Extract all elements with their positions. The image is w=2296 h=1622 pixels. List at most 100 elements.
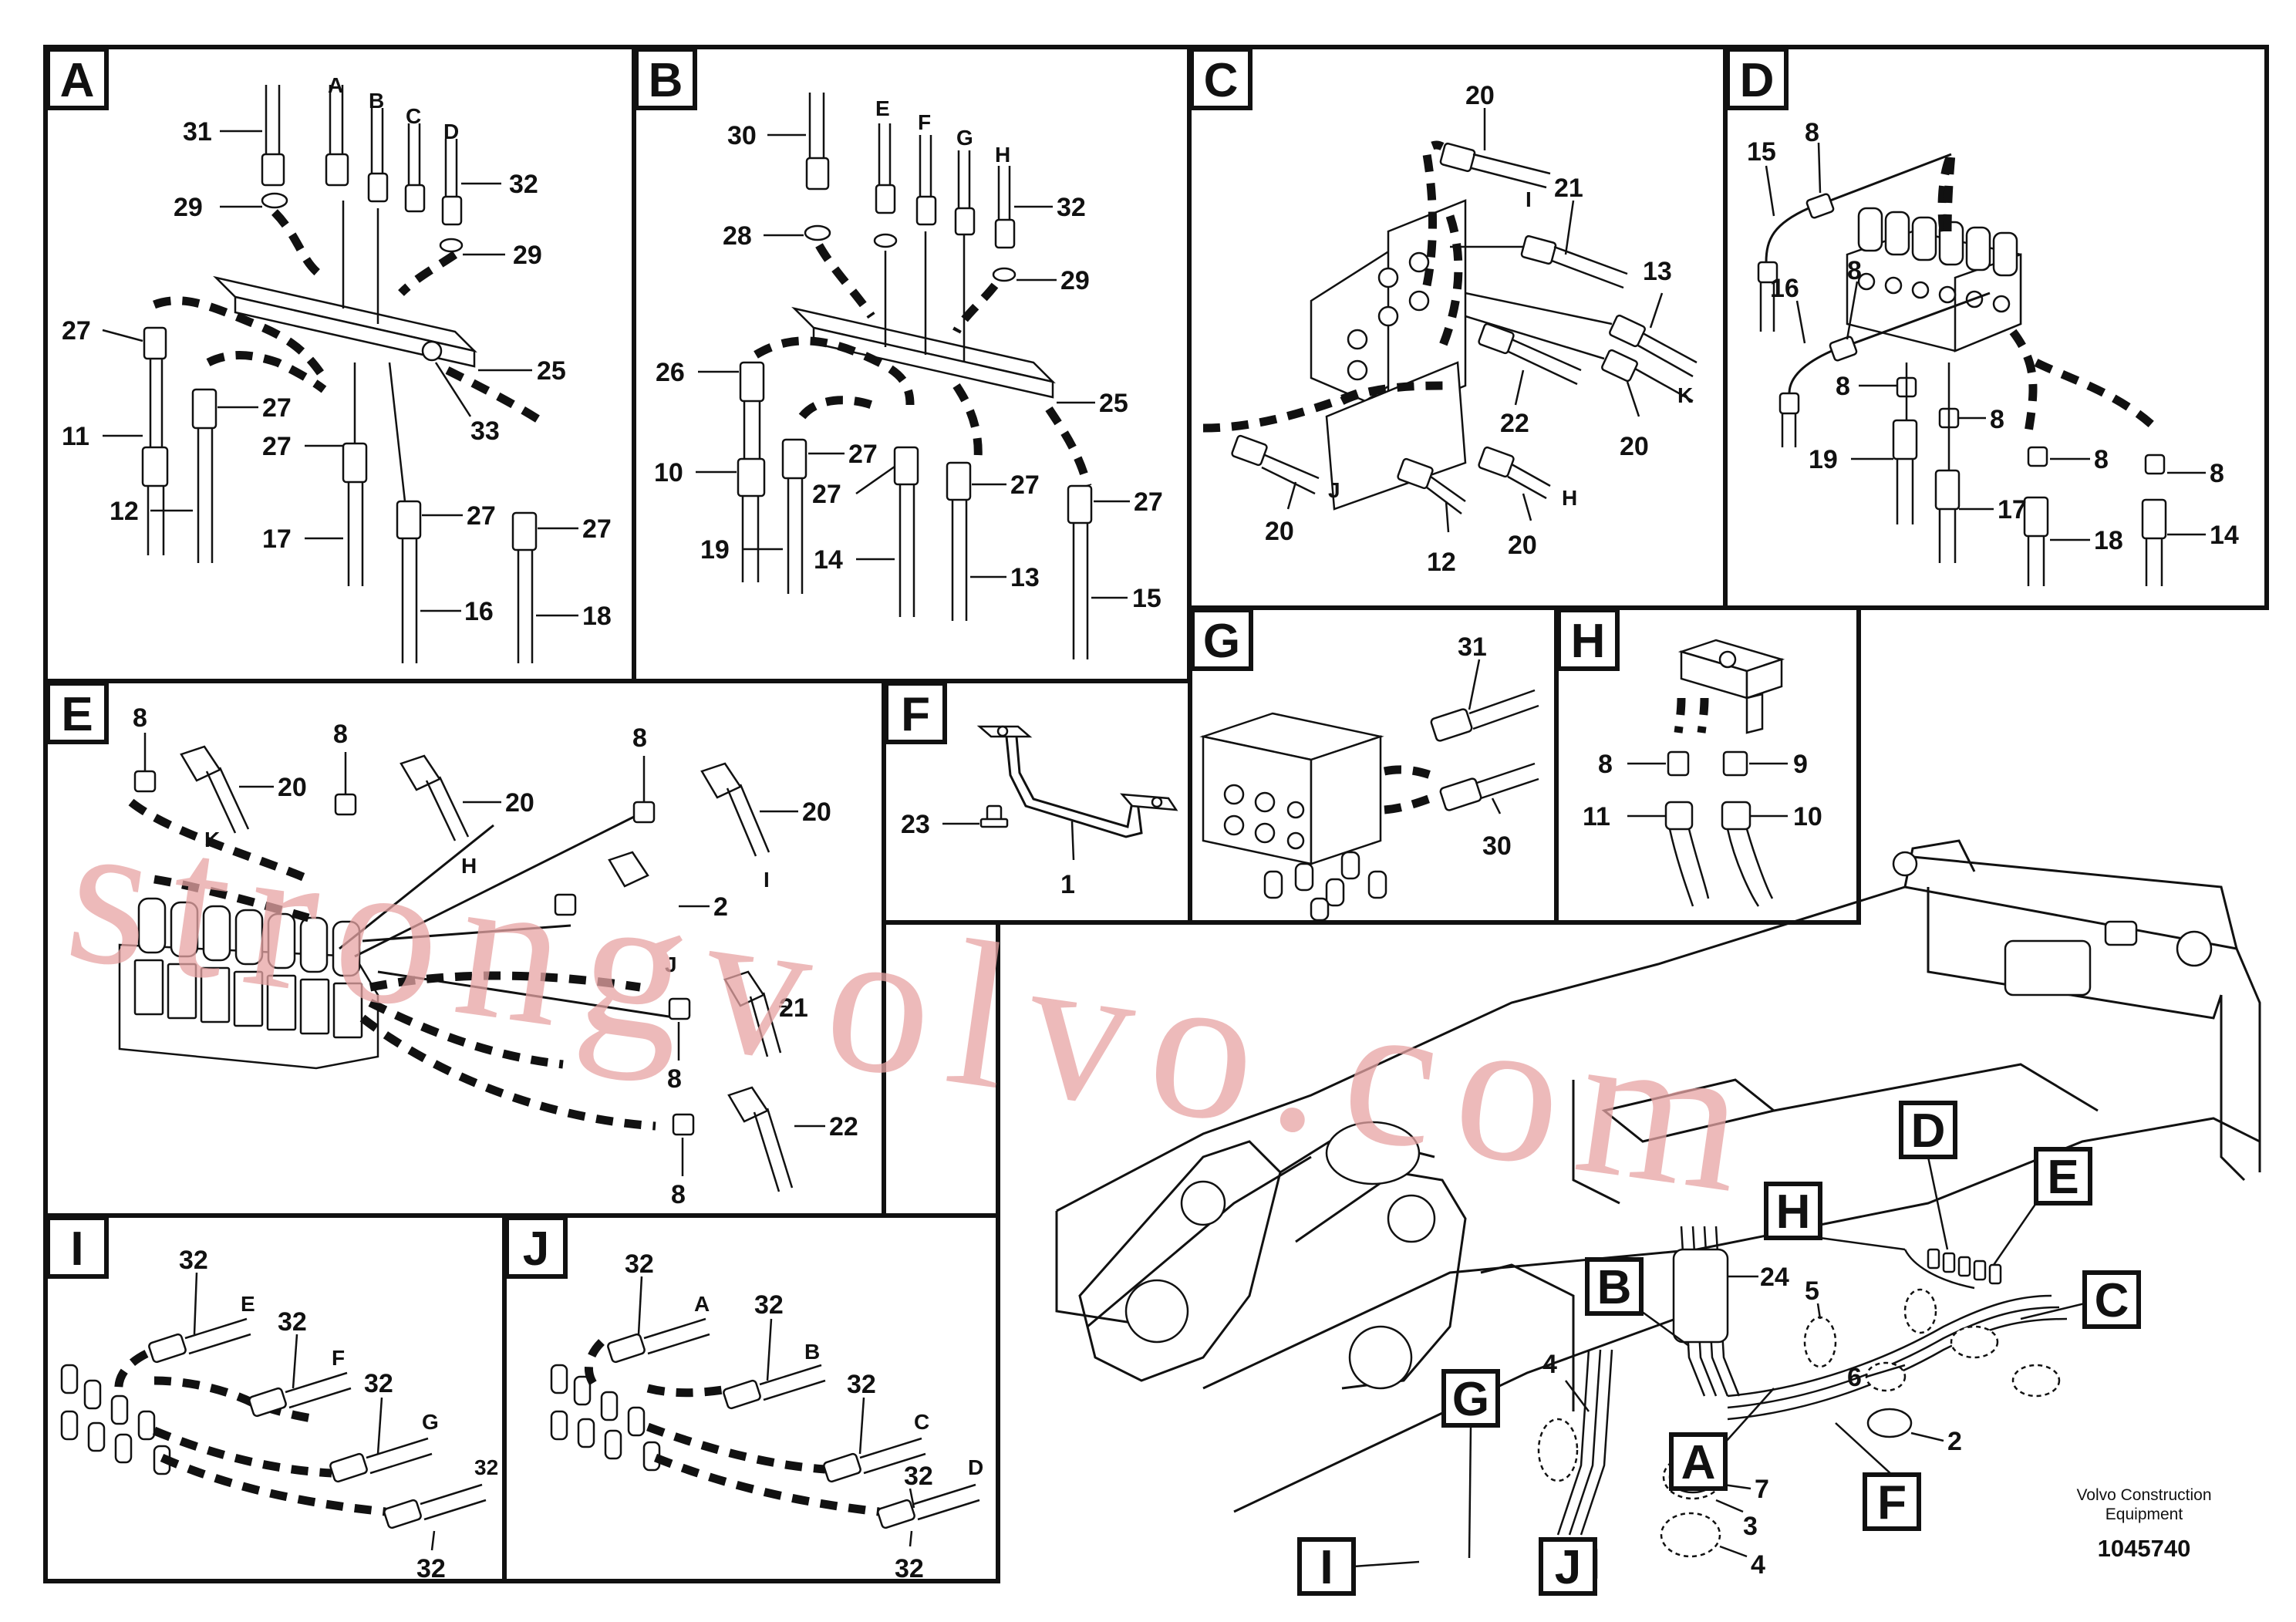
callout: 15: [1747, 137, 1776, 167]
callout: 16: [1770, 274, 1799, 303]
panel-f-letter: F: [901, 688, 930, 741]
callout: 11: [1583, 802, 1610, 831]
callout: 3: [1743, 1512, 1758, 1541]
callout: 25: [1099, 389, 1128, 418]
callout: 29: [1060, 266, 1090, 295]
callout: C: [914, 1410, 929, 1434]
callout: 22: [1500, 409, 1529, 438]
callout: 27: [848, 440, 878, 469]
panel-f-drawing: [976, 725, 1178, 838]
callout: 10: [1793, 802, 1822, 831]
callout: 22: [829, 1112, 858, 1141]
callout: 32: [474, 1455, 498, 1479]
callout: 27: [812, 480, 841, 509]
callout: K: [1677, 383, 1693, 407]
panel-i-callouts: 32 E 32 F 32 G 32 32 H: [179, 1246, 498, 1583]
location-label: D: [1911, 1104, 1946, 1158]
callout: K: [204, 828, 220, 851]
callout: 4: [1751, 1550, 1765, 1580]
callout: I: [1526, 187, 1532, 211]
panel-j-callouts: 32 A 32 B 32 C 32 D 32: [625, 1249, 983, 1583]
callout: 8: [671, 1180, 686, 1209]
callout: 8: [1836, 372, 1850, 401]
callout: D: [968, 1455, 983, 1479]
callout: 8: [1847, 256, 1862, 285]
callout: 33: [470, 416, 500, 446]
callout: 32: [179, 1246, 208, 1275]
callout: 25: [537, 356, 566, 386]
callout: 31: [1458, 632, 1487, 662]
callout: H: [461, 854, 477, 878]
location-label: E: [2047, 1151, 2079, 1204]
callout: 14: [814, 545, 843, 575]
callout: 20: [1620, 432, 1649, 461]
callout: 21: [779, 993, 808, 1023]
callout: E: [875, 96, 890, 120]
overview-location-labels: B H D E C G A F I J: [1297, 1101, 2141, 1596]
callout: 2: [713, 892, 728, 922]
panel-a-letter: A: [60, 54, 95, 107]
callout: G: [956, 126, 973, 150]
callout: 1: [1060, 870, 1075, 899]
callout: 20: [278, 773, 307, 802]
panel-f-callouts: 23 1: [901, 810, 1075, 899]
location-label: H: [1776, 1185, 1811, 1239]
callout: 29: [513, 241, 542, 270]
watermark: strongvolvo.com: [56, 773, 1777, 1239]
callout: 27: [262, 432, 292, 461]
callout: 21: [1554, 174, 1583, 203]
location-label: C: [2095, 1274, 2129, 1327]
callout: 6: [1847, 1363, 1862, 1392]
callout: 20: [1508, 531, 1537, 560]
callout: 20: [1465, 81, 1495, 110]
footer: Volvo Construction Equipment 1045740: [2076, 1486, 2211, 1562]
callout: 19: [700, 535, 730, 565]
callout: 13: [1643, 257, 1672, 286]
callout: 8: [2094, 445, 2109, 474]
callout: 7: [1755, 1475, 1769, 1504]
callout: 5: [1805, 1276, 1819, 1306]
callout: H: [995, 143, 1010, 167]
doc-number: 1045740: [2098, 1535, 2191, 1562]
callout: H: [1562, 486, 1577, 510]
callout: 11: [62, 422, 89, 451]
location-label: G: [1452, 1373, 1489, 1426]
panel-a-callouts: 31 A B C D 32 29 29 27 25 33 11 27 27 12…: [62, 73, 612, 631]
callout: 20: [802, 798, 831, 827]
overview-callouts: 24 5 4 6 2 7 3 4: [1542, 1263, 1962, 1580]
location-label: J: [1555, 1541, 1581, 1594]
callout: G: [422, 1410, 439, 1434]
panel-e-letter: E: [61, 688, 93, 741]
panel-e-drawing: [118, 745, 794, 1192]
callout: 8: [632, 723, 647, 753]
callout: 23: [901, 810, 930, 839]
callout: 32: [754, 1290, 784, 1320]
panel-c-drawing: [1202, 140, 1698, 514]
callout: 18: [582, 602, 612, 631]
callout: 20: [505, 788, 534, 818]
overview-boundary: [996, 608, 1861, 1581]
callout: 26: [656, 358, 685, 387]
callout: 14: [2210, 521, 2239, 550]
callout: 18: [2094, 526, 2123, 555]
panel-d-callouts: 15 8 16 8 8 8 19 8 8 17 18 14: [1747, 118, 2239, 555]
callout: 30: [1482, 831, 1512, 861]
panel-b-letter: B: [649, 54, 683, 107]
callout: 32: [895, 1554, 924, 1583]
callout: 8: [333, 720, 348, 749]
callout: B: [369, 89, 384, 113]
callout: 31: [183, 117, 212, 147]
callout: 2: [1947, 1427, 1962, 1456]
callout: 8: [133, 703, 147, 733]
panel-c-letter: C: [1204, 54, 1239, 107]
callout: 32: [847, 1370, 876, 1399]
callout: 15: [1132, 584, 1161, 613]
panel-j-letter: J: [523, 1222, 549, 1276]
callout: 24: [1760, 1263, 1789, 1292]
panel-d-frame: [1723, 45, 2269, 610]
callout: 28: [723, 221, 752, 251]
panel-c-callouts: 20 I 21 13 K 22 20 20 J 12 20 H: [1265, 81, 1693, 577]
panel-e-callouts: 8 8 8 20 20 20 K H I 2 J 21 8 22 8: [133, 703, 858, 1209]
callout: 27: [582, 514, 612, 544]
callout: 27: [1134, 487, 1163, 517]
